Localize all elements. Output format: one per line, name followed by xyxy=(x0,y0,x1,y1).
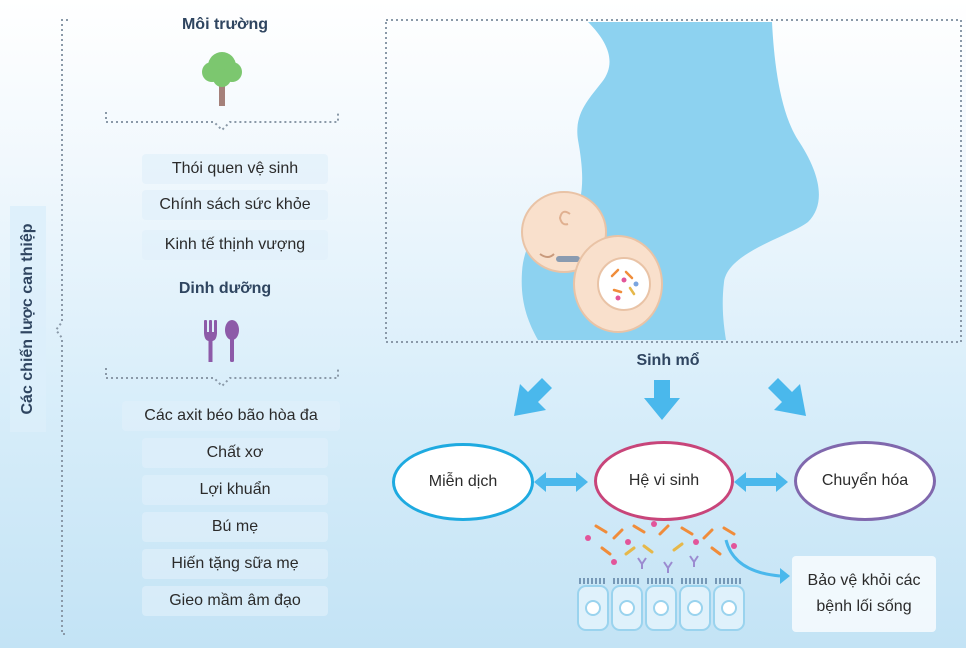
environment-item: Chính sách sức khỏe xyxy=(142,190,328,220)
metabolism-label: Chuyển hóa xyxy=(821,472,909,489)
environment-heading: Môi trường xyxy=(181,16,269,33)
nutrition-item: Bú mẹ xyxy=(142,512,328,542)
nutrition-item: Gieo mầm âm đạo xyxy=(142,586,328,616)
sidebar-title: Các chiến lược can thiệp xyxy=(19,223,36,415)
nutrition-item: Lợi khuẩn xyxy=(142,475,328,505)
environment-item: Thói quen vệ sinh xyxy=(142,154,328,184)
tree-icon xyxy=(202,52,242,106)
immune-node: Miễn dịch xyxy=(392,443,534,521)
nutrition-item: Chất xơ xyxy=(142,438,328,468)
nutrition-heading: Dinh dưỡng xyxy=(178,280,272,297)
immune-label: Miễn dịch xyxy=(428,473,498,490)
environment-item: Kinh tế thịnh vượng xyxy=(142,230,328,260)
microbiome-label: Hệ vi sinh xyxy=(628,472,700,489)
microbiome-node: Hệ vi sinh xyxy=(594,441,734,521)
fork-spoon-icon xyxy=(204,320,239,362)
sidebar-label-box: Các chiến lược can thiệp xyxy=(10,206,46,432)
down-arrows xyxy=(514,378,806,420)
double-arrows xyxy=(534,472,788,492)
center-caption: Sinh mổ xyxy=(636,352,700,369)
gut-epithelium-illustration xyxy=(577,521,790,631)
outcome-line-2: bệnh lối sống xyxy=(816,598,912,615)
nutrition-item: Các axit béo bão hòa đa xyxy=(122,401,340,431)
metabolism-node: Chuyển hóa xyxy=(794,441,936,521)
pregnancy-illustration xyxy=(521,22,819,340)
outcome-line-1: Bảo vệ khỏi các xyxy=(807,572,921,589)
nutrition-item: Hiến tặng sữa mẹ xyxy=(142,549,328,579)
outcome-box: Bảo vệ khỏi các bệnh lối sống xyxy=(792,556,936,632)
